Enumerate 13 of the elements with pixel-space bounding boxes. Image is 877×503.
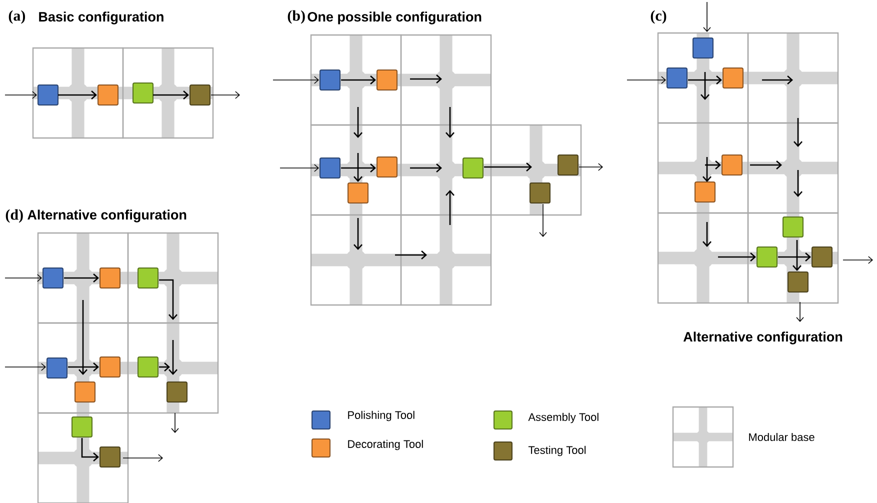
panel-title: Alternative configuration <box>28 210 186 222</box>
panel-title: Alternative configuration <box>683 332 842 344</box>
legend-label: Assembly Tool <box>528 412 598 424</box>
legend-label: Testing Tool <box>528 446 586 456</box>
panel-title: One possible configuration <box>308 12 482 24</box>
panel-title: Basic configuration <box>39 12 164 24</box>
panel-letter: (c) <box>650 10 666 24</box>
legend-label: Polishing Tool <box>348 410 414 422</box>
legend-label: Decorating Tool <box>348 440 423 450</box>
panel-letter: (d) <box>6 209 23 223</box>
panel-letter: (a) <box>8 10 26 24</box>
legend-label: Modular base <box>749 432 814 442</box>
panel-letter: (b) <box>288 10 305 24</box>
